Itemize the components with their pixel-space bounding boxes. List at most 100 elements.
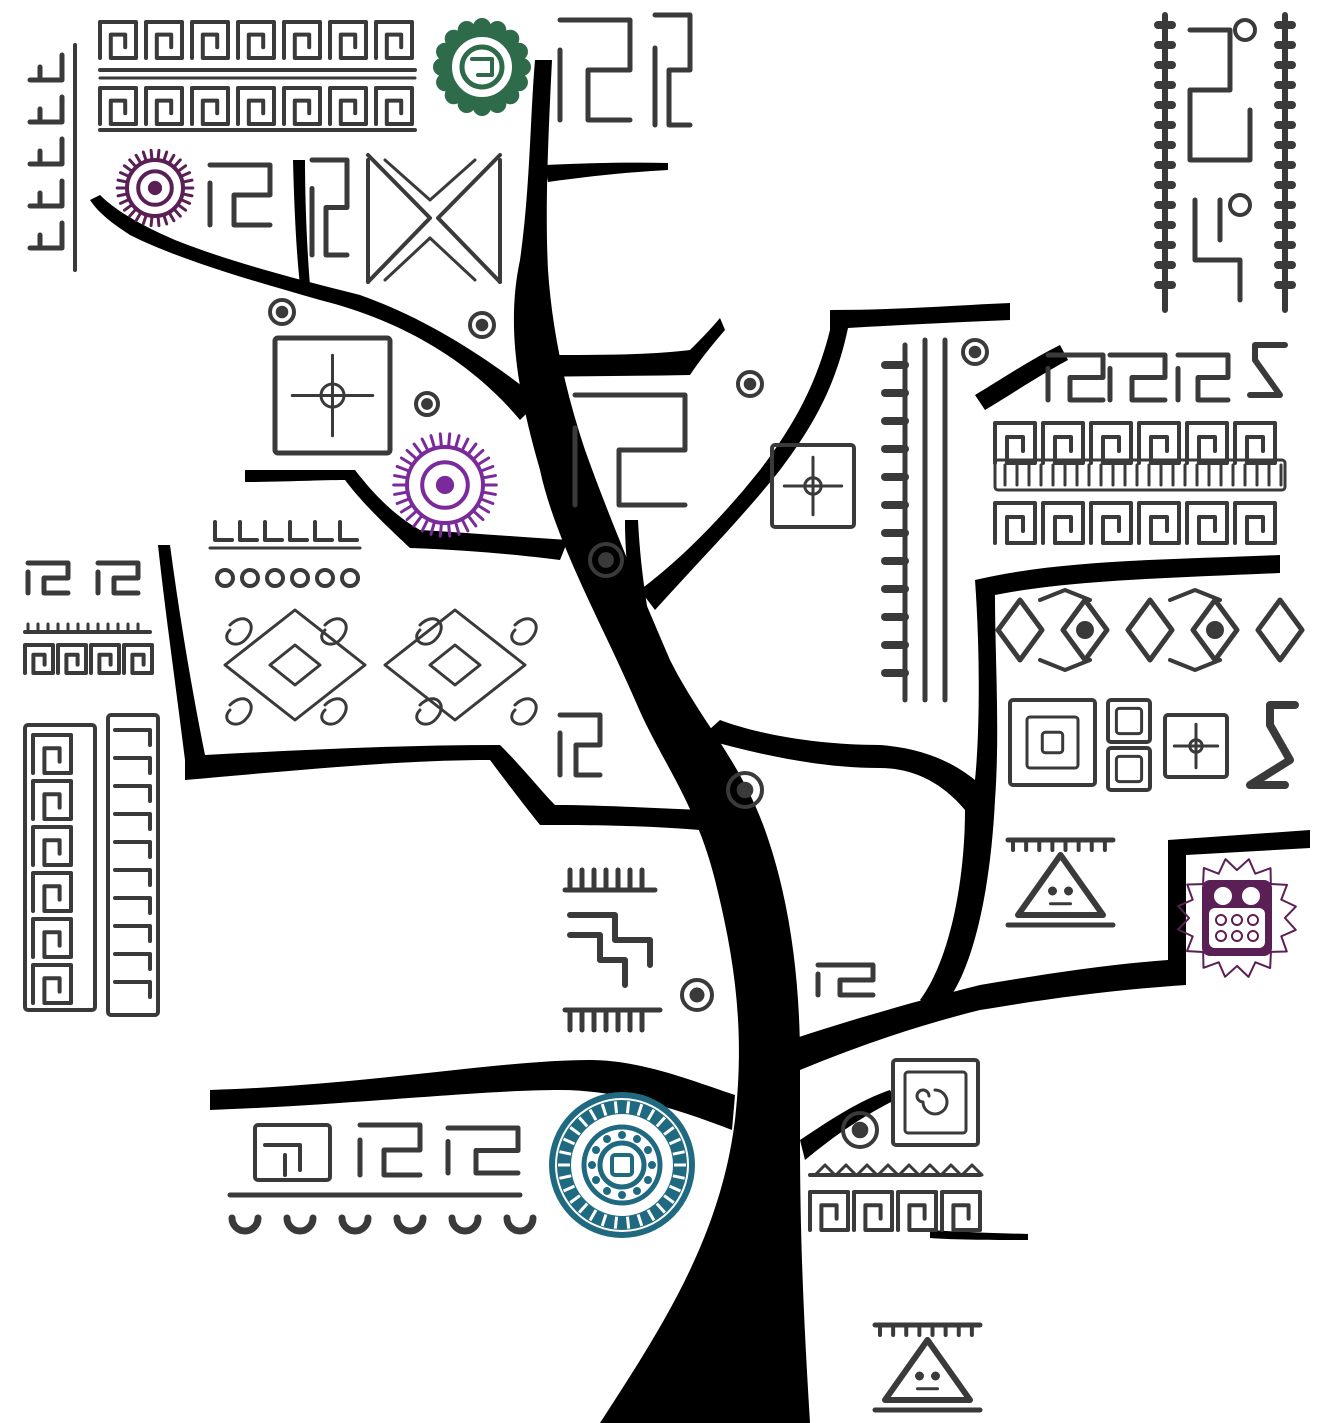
pattern-stroke [1060, 597, 1110, 663]
meander-stroke [1089, 421, 1133, 465]
gear-sun-icon [433, 18, 531, 116]
pattern-stroke [113, 840, 152, 859]
meander-icon [56, 643, 88, 675]
tree-branch [700, 555, 1280, 1010]
meander-icon [1137, 421, 1181, 465]
pattern-stroke [320, 617, 348, 646]
sun-ray [395, 464, 412, 473]
sun-ray [393, 490, 410, 496]
meander-icon [1089, 421, 1133, 465]
mask-ray [1236, 858, 1257, 875]
meander-icon [374, 20, 414, 60]
tree-branch [540, 318, 725, 377]
cross-tile-icon [770, 443, 856, 529]
pattern-stroke [1172, 722, 1220, 770]
meander-stroke [1041, 421, 1085, 465]
mandala-notch [569, 1194, 581, 1204]
pattern-stroke [428, 643, 482, 687]
meander-stroke [56, 643, 88, 675]
pattern-circle [1233, 18, 1257, 42]
pattern-stroke [366, 153, 432, 284]
meander-stroke [993, 501, 1037, 545]
step-stroke [27, 52, 65, 83]
mask-ray [1202, 866, 1220, 886]
swirl-pattern-icon [208, 520, 538, 726]
pattern-circle [915, 1371, 924, 1381]
horseshoe-stroke [503, 1214, 537, 1235]
target-icon [588, 542, 624, 578]
meander-icon [31, 779, 73, 821]
mandala-notch [663, 1194, 675, 1204]
meander-stroke [23, 643, 55, 675]
pattern-stroke [383, 236, 477, 282]
pattern-stroke [1107, 352, 1168, 403]
pattern-stroke [557, 712, 603, 778]
horseshoe-stroke [283, 1214, 317, 1235]
pattern-stroke [383, 158, 477, 202]
pattern-frame [1106, 746, 1152, 792]
meander-stroke [98, 20, 138, 60]
pattern-circle [275, 305, 289, 319]
pattern-circle [215, 568, 235, 588]
pattern-stroke [902, 337, 948, 703]
meander-stroke [993, 421, 1037, 465]
mask-ray [1177, 898, 1194, 919]
glyph-icon [1045, 352, 1106, 403]
pattern-stroke [263, 1143, 302, 1177]
glyph-icon [207, 162, 273, 228]
glyph-icon [357, 1122, 423, 1178]
mandala-notch [588, 1108, 598, 1121]
pattern-stroke [1045, 352, 1106, 403]
horseshoe-stroke [228, 1214, 262, 1235]
sun-ray [478, 497, 495, 506]
mandala-dot [643, 1176, 652, 1184]
horseshoe-stroke [448, 1214, 482, 1235]
meander-stroke [1137, 421, 1181, 465]
sun-ring [136, 169, 174, 207]
pattern-circle [736, 781, 754, 799]
target-icon [841, 1111, 879, 1149]
meander-stroke [282, 20, 322, 60]
pattern-stroke [834, 1163, 858, 1177]
meander-icon [1089, 501, 1133, 545]
mandala-dot [618, 1131, 626, 1139]
meander-stroke [374, 86, 414, 126]
mandala-notch [578, 1202, 589, 1214]
meander-icon [328, 20, 368, 60]
pattern-stroke [113, 868, 152, 887]
pattern-stroke [225, 697, 253, 726]
triangle-face-icon [1005, 837, 1116, 928]
pattern-circle [931, 1371, 940, 1381]
mandala-ring [549, 1092, 695, 1238]
meander-stroke [144, 20, 184, 60]
sun-ray [460, 437, 470, 453]
pattern-stroke [309, 157, 350, 258]
target-icon [961, 338, 989, 366]
meander-icon [993, 501, 1037, 545]
meander-icon [98, 86, 138, 126]
sun-ray [453, 520, 461, 536]
sun-ray [395, 497, 412, 506]
sun-ray [412, 442, 424, 457]
pattern-stroke [213, 520, 234, 542]
mandala-dot [618, 1191, 626, 1199]
meander-stroke [31, 779, 73, 821]
glyph-icon [25, 560, 71, 596]
mask-ray [1177, 917, 1194, 938]
pattern-stroke [313, 520, 334, 542]
pattern-frame [23, 723, 97, 1012]
pattern-stroke [113, 924, 152, 943]
mask-ray [1280, 917, 1297, 938]
pattern-frame [1025, 715, 1080, 770]
meander-icon [282, 20, 322, 60]
sun-ray [412, 513, 424, 528]
sun-ray [475, 503, 491, 514]
meander-icon [23, 643, 55, 675]
pattern-stroke [383, 608, 527, 722]
sun-ray [475, 456, 491, 467]
mask-ray [1270, 935, 1288, 953]
glyph-icon [1107, 352, 1168, 403]
triangle-face-icon [872, 1322, 983, 1413]
pattern-stroke [897, 1163, 921, 1177]
glyph-icon [557, 17, 633, 123]
